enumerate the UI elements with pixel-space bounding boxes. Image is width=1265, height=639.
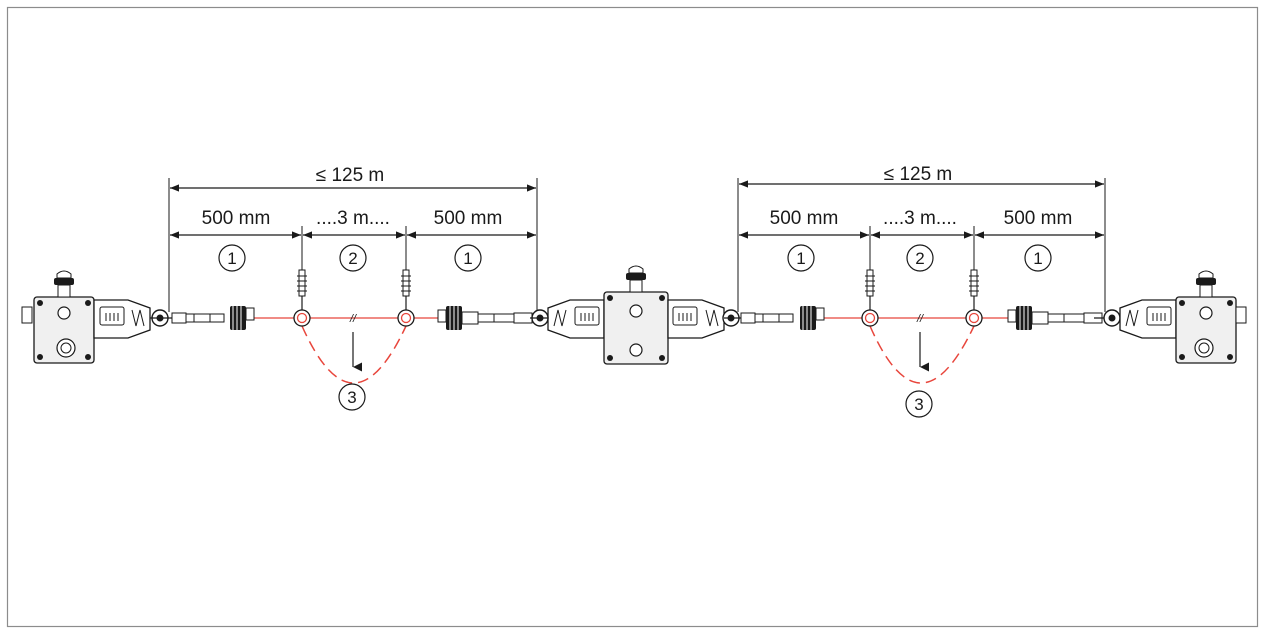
rope-clamp-icon (171, 306, 255, 330)
segment-label: ....3 m.... (316, 208, 390, 229)
diagram-frame (6, 6, 1259, 628)
rope-pull-switch-icon (21, 270, 172, 364)
segment-label: 500 mm (770, 208, 839, 229)
svg-text:1: 1 (796, 249, 805, 268)
rope-break-mark: // (916, 313, 924, 325)
svg-text:2: 2 (348, 249, 357, 268)
total-length-label: ≤ 125 m (884, 164, 953, 185)
svg-text:3: 3 (914, 395, 923, 414)
callout-marker: 1 (787, 244, 815, 272)
rope-deflection-curve (301, 325, 407, 384)
rope-section-1: ≤ 125 m 500 mm ....3 m.... 500 mm 1 2 1 … (168, 165, 538, 411)
callout-marker: 1 (454, 244, 482, 272)
callout-marker: 3 (905, 390, 933, 418)
rope-pull-switch-icon (1094, 270, 1247, 364)
svg-text:1: 1 (463, 249, 472, 268)
rope-support-eyebolt-icon (965, 269, 983, 327)
total-length-label: ≤ 125 m (316, 165, 385, 186)
callout-marker: 2 (339, 244, 367, 272)
rope-clamp-icon (1007, 306, 1103, 330)
callout-marker: 2 (906, 244, 934, 272)
callout-marker: 1 (1024, 244, 1052, 272)
rope-support-eyebolt-icon (861, 269, 879, 327)
svg-text:1: 1 (1033, 249, 1042, 268)
rope-support-eyebolt-icon (397, 269, 415, 327)
rope-break-mark: // (349, 313, 357, 325)
rope-section-2: ≤ 125 m 500 mm ....3 m.... 500 mm 1 2 1 … (737, 164, 1106, 418)
svg-text:2: 2 (915, 249, 924, 268)
callout-marker: 1 (218, 244, 246, 272)
svg-text:1: 1 (227, 249, 236, 268)
segment-label: 500 mm (1004, 208, 1073, 229)
segment-label: ....3 m.... (883, 208, 957, 229)
segment-label: 500 mm (434, 208, 503, 229)
callout-marker: 3 (338, 383, 366, 411)
rope-deflection-curve (869, 325, 975, 384)
segment-label: 500 mm (202, 208, 271, 229)
rope-support-eyebolt-icon (293, 269, 311, 327)
rope-clamp-icon (437, 306, 533, 330)
svg-text:3: 3 (347, 388, 356, 407)
rope-pull-switch-icon (530, 265, 741, 365)
rope-clamp-icon (740, 306, 825, 330)
